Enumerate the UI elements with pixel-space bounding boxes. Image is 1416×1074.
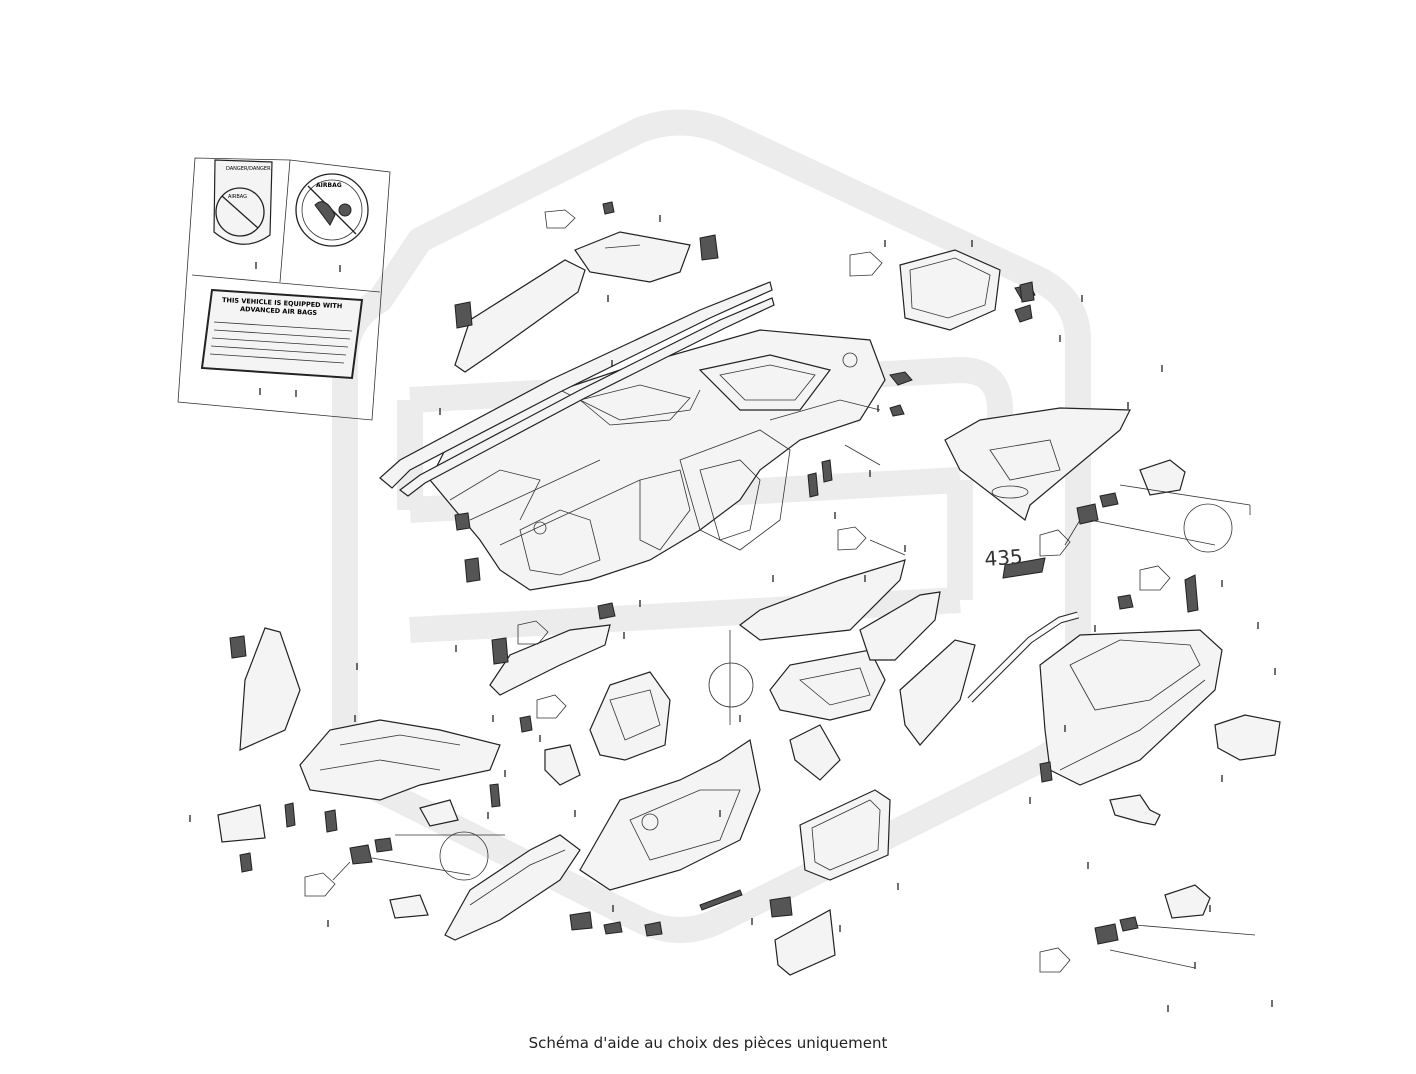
- dashboard-upper-assembly: [429, 329, 886, 591]
- index-ticks: [189, 215, 1276, 1012]
- cross-car-bracket: [489, 624, 611, 696]
- airbag-label-sheet: DANGER/DANGER AIRBAG AIRBAG THIS VEHICLE…: [177, 157, 391, 421]
- leader-lines: [332, 444, 1256, 969]
- left-knee-bolster: [444, 834, 581, 941]
- part-number-label: 435: [984, 544, 1024, 571]
- center-stack-bezels: [739, 559, 976, 781]
- fasteners-and-switches: [217, 201, 1211, 945]
- part-435-callout: 435: [984, 544, 1024, 571]
- lower-center-panel: [579, 739, 761, 891]
- lower-left-bracket: [299, 719, 501, 801]
- glovebox-assembly: [1039, 629, 1281, 826]
- hvac-duct-hose: [967, 611, 1079, 703]
- top-cover-panel: [574, 231, 691, 283]
- callout-tags: [304, 209, 1171, 973]
- warning-tag-header: DANGER/DANGER: [226, 166, 271, 172]
- warning-tag-airbag-text: AIRBAG: [228, 194, 247, 200]
- airbag-warning-tag: DANGER/DANGER AIRBAG: [213, 159, 273, 245]
- diagram-caption: Schéma d'aide au choix des pièces unique…: [528, 1034, 888, 1052]
- airbag-disc-top-text: AIRBAG: [316, 182, 342, 189]
- display-bezel: [774, 789, 891, 976]
- left-end-cap: [239, 627, 301, 751]
- right-end-panel: [944, 407, 1131, 521]
- steering-column-cover: [544, 671, 671, 786]
- advanced-airbag-label: THIS VEHICLE IS EQUIPPED WITH ADVANCED A…: [200, 288, 364, 380]
- windshield-trim-strips: [379, 259, 775, 497]
- airbag-disc-label: AIRBAG: [295, 173, 369, 247]
